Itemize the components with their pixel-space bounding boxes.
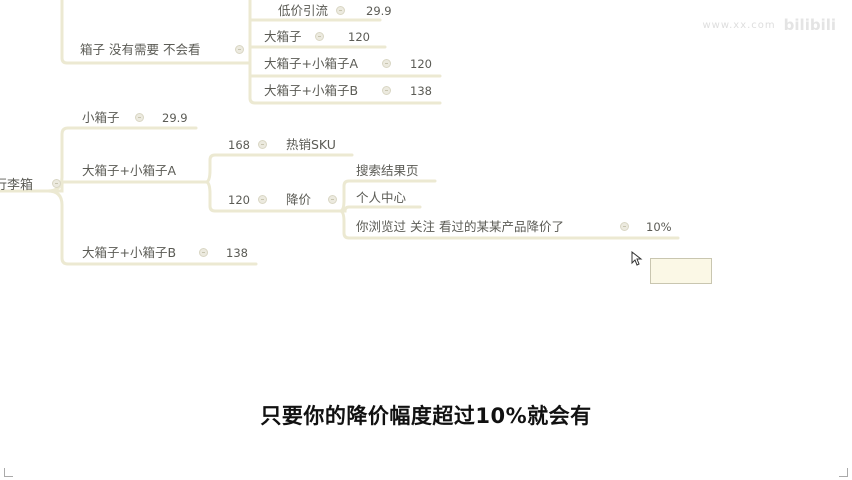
minus-circle-icon[interactable] — [135, 113, 144, 122]
frame-corner — [839, 468, 848, 477]
node-big-small-a-top-value: 120 — [410, 57, 432, 71]
node-channel-notice[interactable]: 你浏览过 关注 看过的某某产品降价了 — [356, 219, 564, 234]
node-hot-value: 168 — [228, 138, 250, 152]
node-small-box[interactable]: 小箱子 — [82, 110, 120, 125]
node-big-small-a-top[interactable]: 大箱子+小箱子A — [264, 56, 359, 71]
minus-circle-icon[interactable] — [382, 59, 391, 68]
bilibili-logo: bilibili — [783, 16, 836, 34]
minus-circle-icon[interactable] — [328, 195, 337, 204]
node-combo-b-value: 138 — [226, 246, 248, 260]
node-discount-value: 10% — [646, 220, 672, 234]
node-big-small-b-top-value: 138 — [410, 84, 432, 98]
minus-circle-icon[interactable] — [336, 6, 345, 15]
node-low-price-value: 29.9 — [366, 4, 392, 18]
node-small-box-value: 29.9 — [162, 111, 188, 125]
new-node-input[interactable] — [650, 258, 712, 284]
minus-circle-icon[interactable] — [258, 140, 267, 149]
node-big-box-value: 120 — [348, 30, 370, 44]
node-root[interactable]: 行李箱 — [0, 178, 34, 193]
minus-circle-icon[interactable] — [382, 86, 391, 95]
node-boxes[interactable]: 箱子 没有需要 不会看 — [80, 42, 201, 57]
node-channel-search[interactable]: 搜索结果页 — [356, 163, 419, 178]
mouse-pointer-icon — [631, 251, 643, 266]
node-channel-profile[interactable]: 个人中心 — [356, 190, 407, 205]
node-combo-b[interactable]: 大箱子+小箱子B — [82, 245, 177, 260]
watermark-url: www.xx.com — [702, 19, 776, 31]
minus-circle-icon[interactable] — [199, 248, 208, 257]
minus-circle-icon[interactable] — [620, 222, 629, 231]
video-subtitle: 只要你的降价幅度超过10%就会有 — [260, 404, 592, 428]
frame-corner — [4, 468, 13, 477]
node-combo-a[interactable]: 大箱子+小箱子A — [82, 163, 177, 178]
node-hot-sku[interactable]: 热销SKU — [286, 137, 336, 152]
minus-circle-icon[interactable] — [52, 179, 61, 188]
minus-circle-icon[interactable] — [315, 32, 324, 41]
node-big-box[interactable]: 大箱子 — [264, 29, 302, 44]
minus-circle-icon[interactable] — [235, 45, 244, 54]
watermark: www.xx.com bilibili — [703, 16, 837, 34]
minus-circle-icon[interactable] — [258, 195, 267, 204]
node-low-price[interactable]: 低价引流 — [278, 3, 329, 18]
node-price-drop-value: 120 — [228, 193, 250, 207]
node-big-small-b-top[interactable]: 大箱子+小箱子B — [264, 83, 359, 98]
node-price-drop[interactable]: 降价 — [286, 192, 312, 207]
